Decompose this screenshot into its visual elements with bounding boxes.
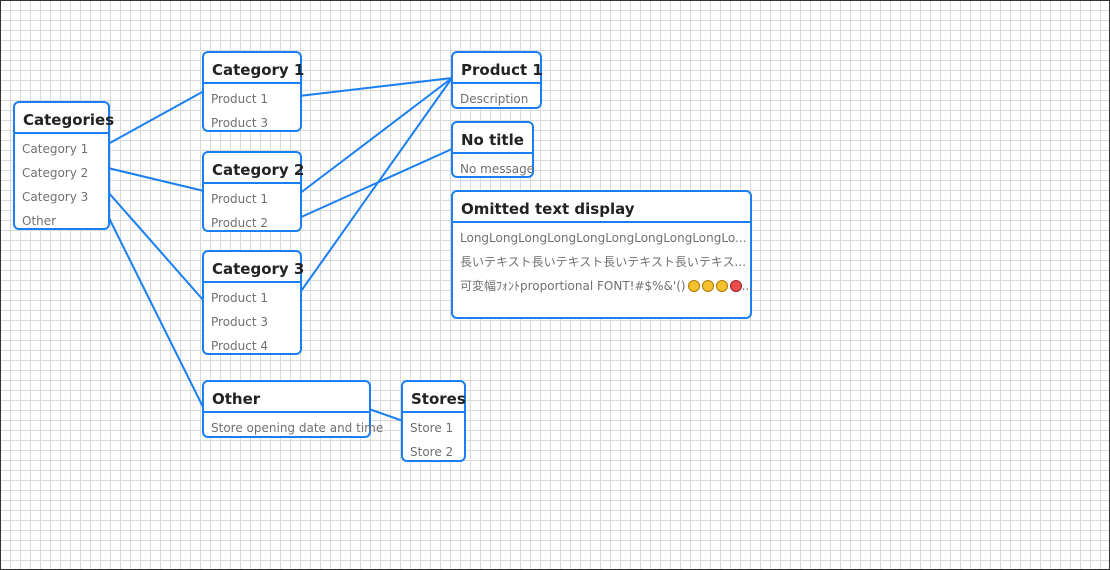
entity-field: Product 4 <box>211 339 269 353</box>
entity-field: Description <box>460 92 529 106</box>
entity-field: Product 3 <box>211 116 269 130</box>
edge-categories-other <box>107 215 205 410</box>
entity-field: Product 1 <box>211 291 269 305</box>
entity-title: Category 3 <box>204 252 304 283</box>
entity-product1[interactable]: Product 1 Description <box>451 51 543 109</box>
entity-title: Categories <box>15 103 114 134</box>
entity-category2[interactable]: Category 2 Product 1 Product 2 <box>202 151 304 232</box>
entity-stores[interactable]: Stores Store 1 Store 2 <box>401 380 466 462</box>
entity-other[interactable]: Other Store opening date and time <box>202 380 384 438</box>
wink-emoji-icon <box>715 280 728 292</box>
entity-field: Store 2 <box>410 445 454 459</box>
edge-category1-product1 <box>298 77 453 97</box>
entity-field: Store 1 <box>410 421 454 435</box>
entity-field: Other <box>22 214 57 228</box>
entity-categories[interactable]: Categories Category 1 Category 2 Categor… <box>13 101 114 230</box>
entity-title: Stores <box>403 382 466 413</box>
entity-field: LongLongLongLongLongLongLongLongLongLo..… <box>460 231 747 245</box>
entity-field: Product 1 <box>211 92 269 106</box>
entity-title: No title <box>453 123 532 154</box>
ellipsis-text: ... <box>741 279 754 293</box>
entity-field: Product 2 <box>211 216 269 230</box>
entity-field: Product 1 <box>211 192 269 206</box>
entity-category3[interactable]: Category 3 Product 1 Product 3 Product 4 <box>202 250 304 355</box>
entity-field-proportional: 可変幅ﾌｫﾝﾄproportional FONT!#$%&'()... <box>453 274 754 298</box>
entity-category1[interactable]: Category 1 Product 1 Product 3 <box>202 51 304 132</box>
entity-title: Omitted text display <box>453 192 750 223</box>
edge-other-stores <box>368 408 404 422</box>
heart-eyes-emoji-icon <box>729 280 742 292</box>
entity-field: No message <box>460 162 535 176</box>
edge-categories-category2 <box>107 167 205 192</box>
edge-categories-category1 <box>107 90 205 145</box>
entity-field: 長いテキスト長いテキスト長いテキスト長いテキス... <box>460 255 747 269</box>
entity-field: Category 1 <box>22 142 89 156</box>
entity-field: Product 3 <box>211 315 269 329</box>
entity-title: Other <box>204 382 369 413</box>
sad-emoji-icon <box>701 280 714 292</box>
entity-field-text: 可変幅ﾌｫﾝﾄproportional FONT!#$%&'() <box>460 279 686 293</box>
entity-field: Store opening date and time <box>211 421 384 435</box>
entity-notitle[interactable]: No title No message <box>451 121 534 178</box>
entity-title: Category 2 <box>204 153 304 184</box>
smile-emoji-icon <box>687 280 700 292</box>
entity-title: Category 1 <box>204 53 304 84</box>
entity-omitted[interactable]: Omitted text display LongLongLongLongLon… <box>451 190 754 319</box>
edge-category2-notitle <box>298 148 453 219</box>
edge-category2-product1 <box>298 77 453 195</box>
entity-field: Category 3 <box>22 190 89 204</box>
entity-field: Category 2 <box>22 166 89 180</box>
entity-title: Product 1 <box>453 53 543 84</box>
edge-categories-category3 <box>107 191 205 302</box>
edge-category3-product1 <box>298 77 453 295</box>
